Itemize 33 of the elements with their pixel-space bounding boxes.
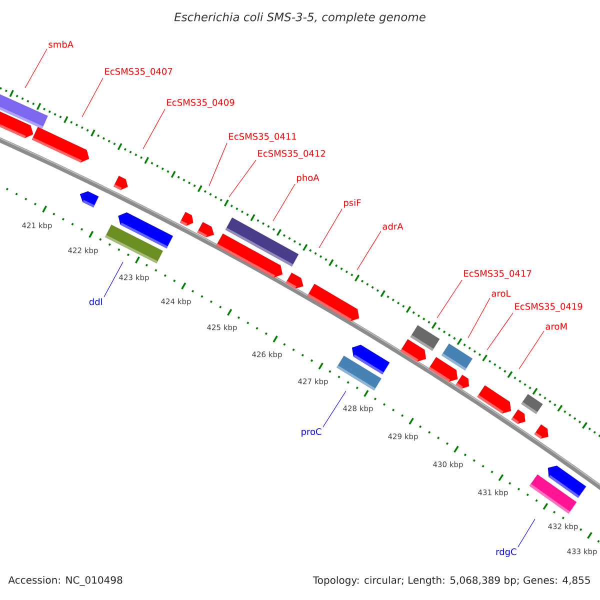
gene-label: proC xyxy=(302,428,322,437)
gene-label: EcSMS35_0417 xyxy=(464,270,532,279)
leader-line xyxy=(356,230,382,270)
gene-label: EcSMS35_0419 xyxy=(515,303,582,312)
gene-label: EcSMS35_0412 xyxy=(258,150,325,159)
leader-line xyxy=(318,208,342,248)
gene-label: EcSMS35_0407 xyxy=(105,68,172,77)
leader-line xyxy=(272,184,296,222)
leader-line xyxy=(486,312,514,350)
gene-label: phoA xyxy=(297,174,320,183)
gene-label: aroL xyxy=(492,290,511,297)
leader-line xyxy=(208,142,228,186)
gene-label: rdgC xyxy=(496,548,516,557)
leader-line xyxy=(104,262,124,298)
leader-line xyxy=(322,390,346,428)
leader-line xyxy=(518,330,544,370)
gene-label: adrA xyxy=(382,222,404,230)
footer-text: Topology: circular; Length: 5,068,389 bp; Genes: 4,855 xyxy=(312,576,590,586)
gene-label: aroM xyxy=(546,323,567,330)
leader-line xyxy=(82,78,104,118)
leader-line xyxy=(436,280,462,318)
title: Escherichia coli SMS-3-5, complete genome xyxy=(174,12,426,24)
leader-line xyxy=(468,298,490,338)
footer-text: Accession: NC_010498 xyxy=(8,576,122,586)
leader-line xyxy=(24,48,48,88)
gene-label: EcSMS35_0409 xyxy=(167,99,234,108)
gene-label: ddl xyxy=(89,298,102,306)
gene-label: EcSMS35_0411 xyxy=(229,133,296,142)
gene-label: smbA xyxy=(48,40,74,48)
leader-line xyxy=(142,108,166,150)
leader-line xyxy=(228,160,256,198)
gene-label: psiF xyxy=(344,199,361,208)
leader-line xyxy=(518,518,536,548)
